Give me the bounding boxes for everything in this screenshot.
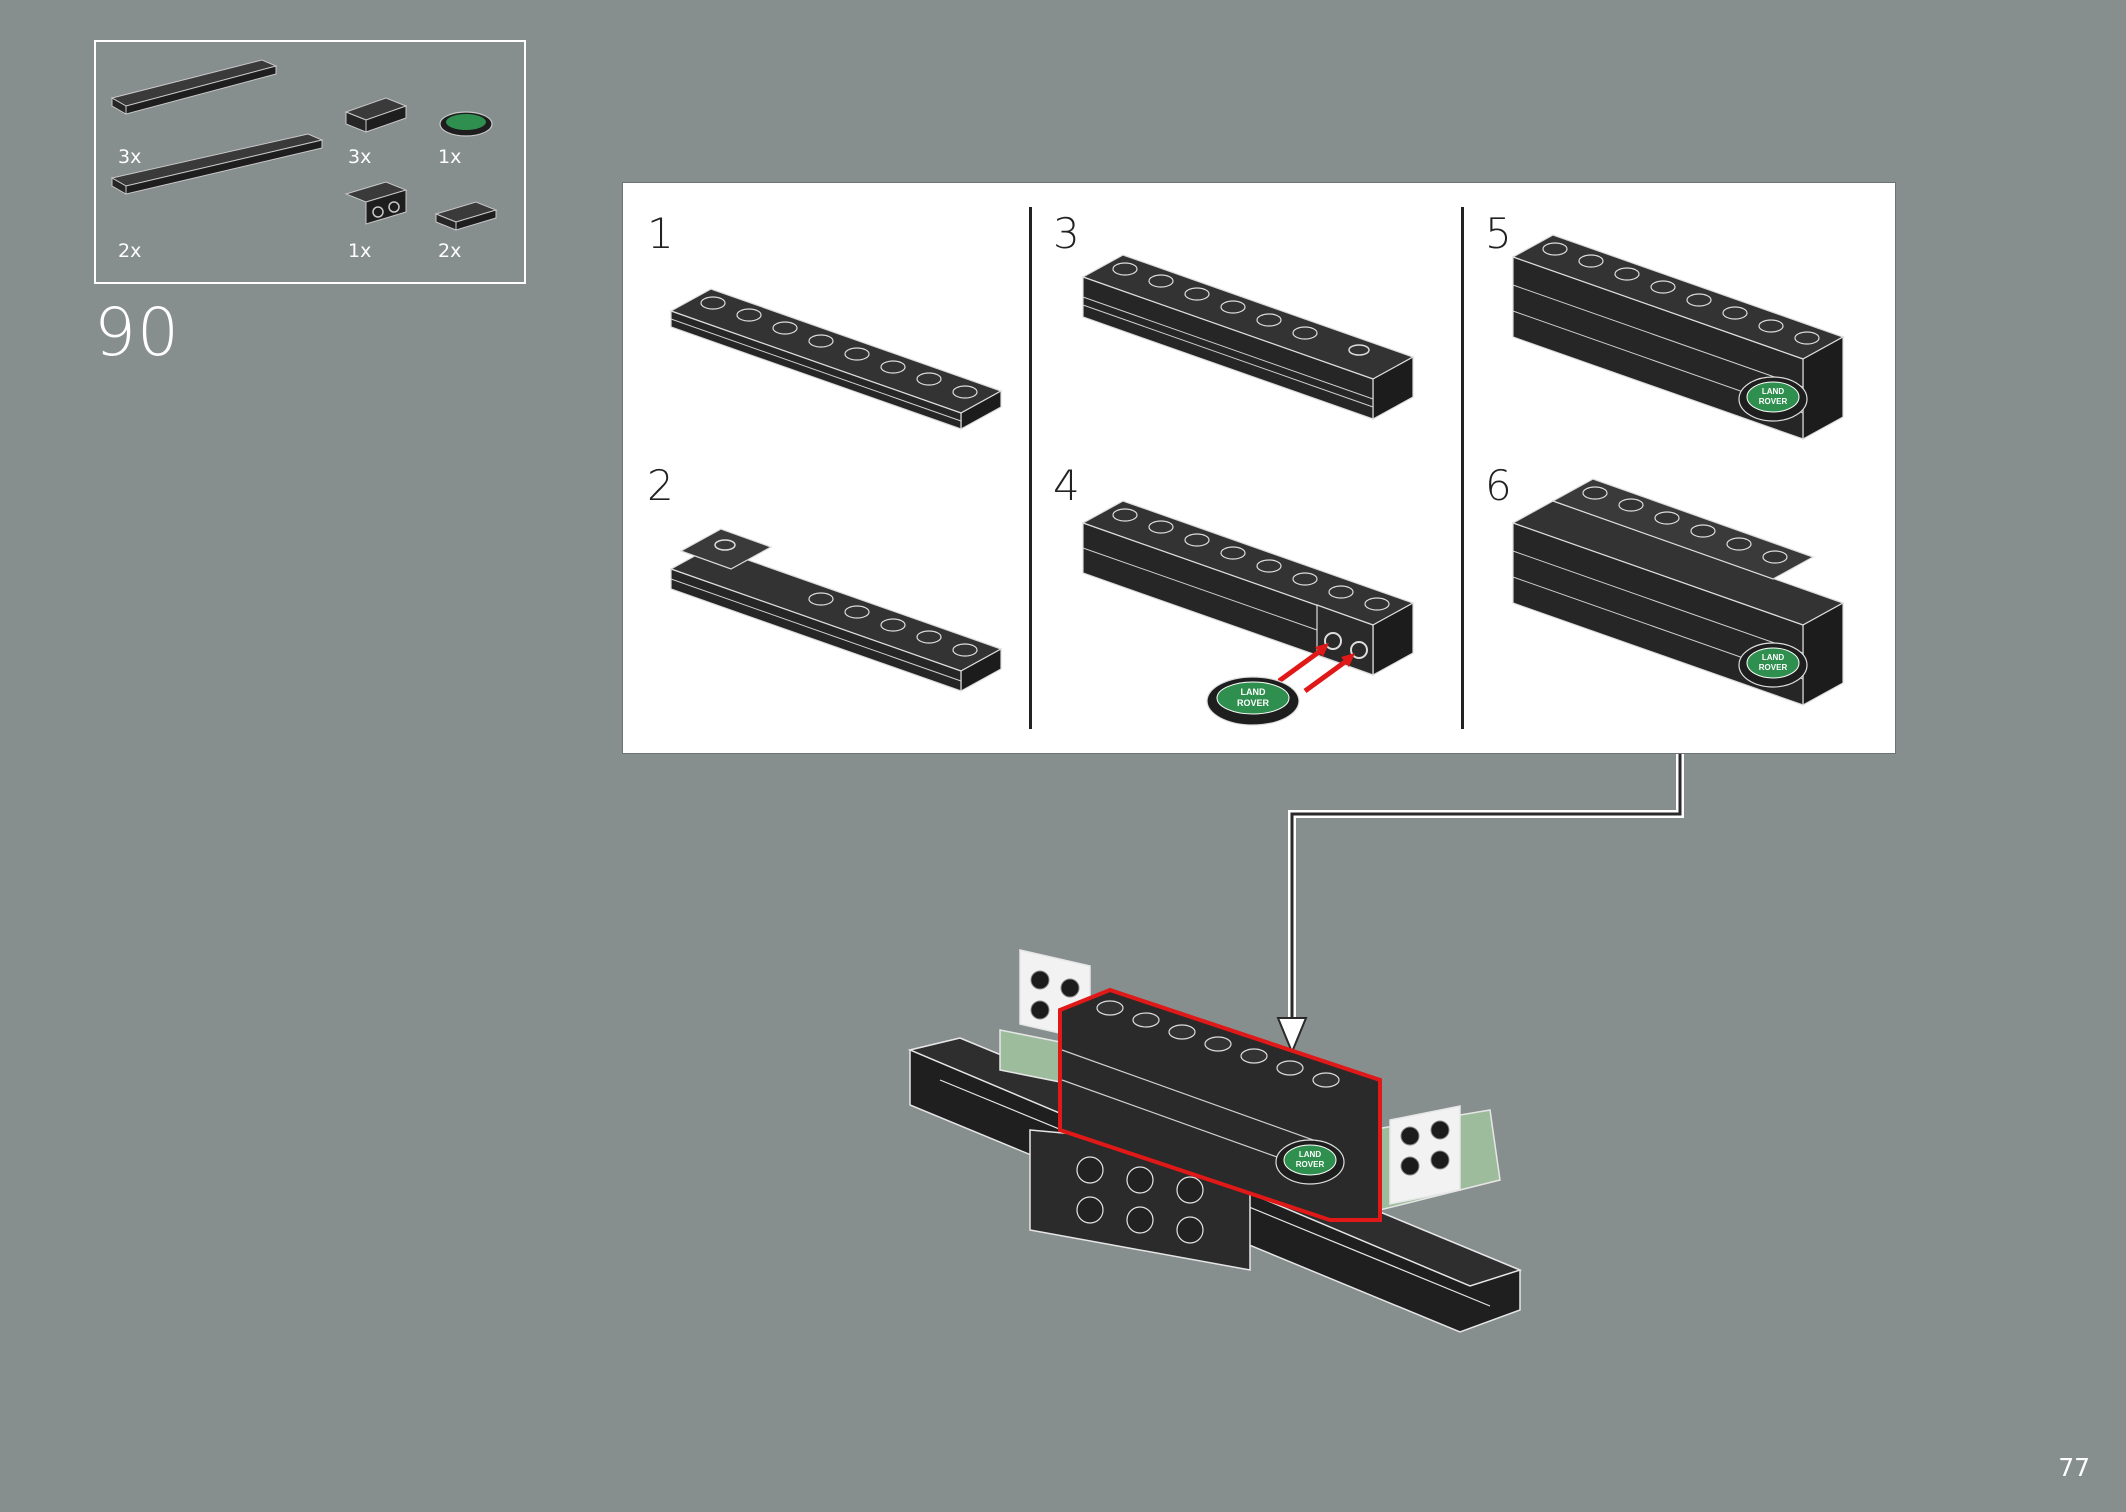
parts-list-box: 3x 2x 3x 1x 1x 2x	[94, 40, 526, 284]
part-qty: 1x	[348, 240, 372, 262]
part-jumper-plate-icon	[434, 201, 498, 231]
column-divider	[1461, 207, 1464, 729]
substep-number: 3	[1053, 209, 1080, 258]
main-model-illustration: LAND ROVER	[907, 949, 1523, 1333]
substep-6-assembly-illustration: LAND ROVER	[1511, 478, 1845, 707]
substep-number: 5	[1485, 209, 1512, 258]
land-rover-tile-icon	[439, 111, 493, 137]
substep-3-stack-illustration	[1081, 254, 1415, 421]
sub-assembly-panel: 1 2 3 4 5 6	[622, 182, 1896, 754]
substep-4-attach-logo-illustration: LAND ROVER	[1081, 500, 1415, 726]
substep-number: 1	[647, 209, 674, 258]
logo-text-line2: ROVER	[1237, 698, 1270, 708]
part-qty: 2x	[118, 240, 142, 262]
substep-1-plate-illustration	[669, 288, 1003, 431]
substep-number: 2	[647, 461, 674, 510]
part-bracket-small-icon	[344, 97, 408, 133]
substep-5-assembly-illustration: LAND ROVER	[1511, 234, 1845, 441]
part-plate-1x8-icon	[110, 133, 324, 195]
logo-text-line2: ROVER	[1759, 397, 1788, 406]
part-bracket-two-holes-icon	[344, 181, 408, 225]
logo-text-line2: ROVER	[1759, 663, 1788, 672]
logo-text-line1: LAND	[1241, 687, 1266, 697]
part-plate-1x6-icon	[110, 59, 278, 115]
logo-text-line1: LAND	[1762, 387, 1784, 396]
logo-text-line1: LAND	[1762, 653, 1784, 662]
substep-2-plate-illustration	[669, 528, 1003, 693]
part-qty: 3x	[118, 146, 142, 168]
part-qty: 2x	[438, 240, 462, 262]
substep-number: 4	[1053, 461, 1080, 510]
logo-text-line1: LAND	[1299, 1150, 1321, 1159]
substep-number: 6	[1485, 461, 1512, 510]
part-qty: 1x	[438, 146, 462, 168]
step-number: 90	[94, 294, 180, 371]
column-divider	[1029, 207, 1032, 729]
part-qty: 3x	[348, 146, 372, 168]
page-number: 77	[2058, 1453, 2090, 1482]
logo-text-line2: ROVER	[1296, 1160, 1325, 1169]
